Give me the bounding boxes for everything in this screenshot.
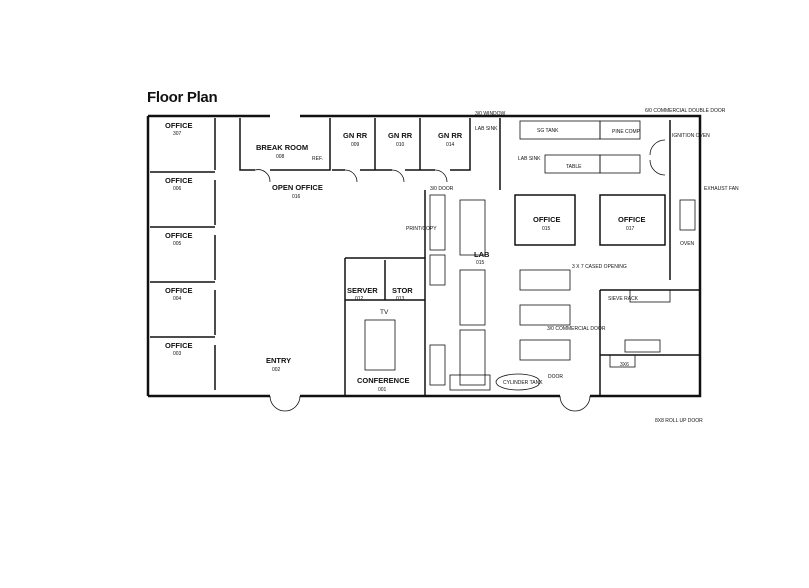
sg-tank-label: SG TANK [537, 128, 559, 134]
commercial-door-30-label: 3/0 COMMERCIAL DOOR [547, 326, 606, 332]
office-005-number: 005 [173, 241, 182, 247]
furniture [364, 120, 696, 391]
plan-title: Floor Plan [147, 89, 218, 106]
tv-label: TV [380, 309, 389, 316]
ignition-oven-label: IGNITION OVEN [672, 133, 710, 139]
stor-number: 013 [396, 296, 405, 302]
door-30-label: 3/0 DOOR [430, 186, 454, 192]
office-307-label: OFFICE [165, 121, 193, 130]
lab-sink-side-label: LAB SINK [518, 156, 541, 162]
gnrr-009-label: GN RR [343, 131, 368, 140]
office-004-number: 004 [173, 296, 182, 302]
exhaust-fan-label: EXHAUST FAN [704, 186, 739, 192]
conference-number: 001 [378, 387, 387, 393]
open-office-label: OPEN OFFICE [272, 183, 323, 192]
ref-label: REF. [312, 156, 323, 162]
office-017-number: 017 [626, 226, 635, 232]
office-003-label: OFFICE [165, 341, 193, 350]
office-307-number: 307 [173, 131, 182, 137]
office-003-number: 003 [173, 351, 182, 357]
door-label: DOOR [548, 374, 563, 380]
table-label: TABLE [566, 164, 582, 170]
pine-comp-label: PINE COMP. [612, 129, 641, 135]
door-swings [254, 139, 666, 412]
office-006-number: 006 [173, 186, 182, 192]
server-number: 012 [355, 296, 364, 302]
interior-walls [150, 118, 700, 396]
gnrr-014-label: GN RR [438, 131, 463, 140]
entry-number: 002 [272, 367, 281, 373]
gnrr-010-label: GN RR [388, 131, 413, 140]
oven-label: OVEN [680, 241, 695, 247]
3x6-label: 3X6 [620, 362, 629, 368]
window-30-label: 3/0 WINDOW [475, 111, 506, 117]
exterior-walls [146, 114, 702, 398]
office-015-number: 015 [542, 226, 551, 232]
office-017-label: OFFICE [618, 215, 646, 224]
gnrr-014-number: 014 [446, 142, 455, 148]
conference-label: CONFERENCE [357, 376, 410, 385]
lab-number: 015 [476, 260, 485, 266]
roll-up-door-label: 8X8 ROLL UP DOOR [655, 418, 703, 424]
lab-label: LAB [474, 250, 490, 259]
office-006-label: OFFICE [165, 176, 193, 185]
office-004-label: OFFICE [165, 286, 193, 295]
annotations: REF. TV PRINT/COPY LAB SINK LAB SINK SG … [312, 108, 739, 424]
gnrr-009-number: 009 [351, 142, 360, 148]
open-office-number: 016 [292, 194, 301, 200]
server-label: SERVER [347, 286, 378, 295]
print-copy-label: PRINT/COPY [406, 226, 437, 232]
room-labels: OFFICE 307 OFFICE 006 OFFICE 005 OFFICE … [165, 121, 646, 393]
gnrr-010-number: 010 [396, 142, 405, 148]
office-015-label: OFFICE [533, 215, 561, 224]
sieve-rack-label: SIEVE RACK [608, 296, 639, 302]
cylinder-tank-label: CYLINDER TANK [503, 380, 543, 386]
break-room-label: BREAK ROOM [256, 143, 308, 152]
entry-label: ENTRY [266, 356, 291, 365]
stor-label: STOR [392, 286, 413, 295]
break-room-number: 008 [276, 154, 285, 160]
commercial-double-door-60-label: 6/0 COMMERCIAL DOUBLE DOOR [645, 108, 726, 114]
cased-opening-label: 3 X 7 CASED OPENING [572, 264, 627, 270]
office-005-label: OFFICE [165, 231, 193, 240]
lab-sink-top-label: LAB SINK [475, 126, 498, 132]
